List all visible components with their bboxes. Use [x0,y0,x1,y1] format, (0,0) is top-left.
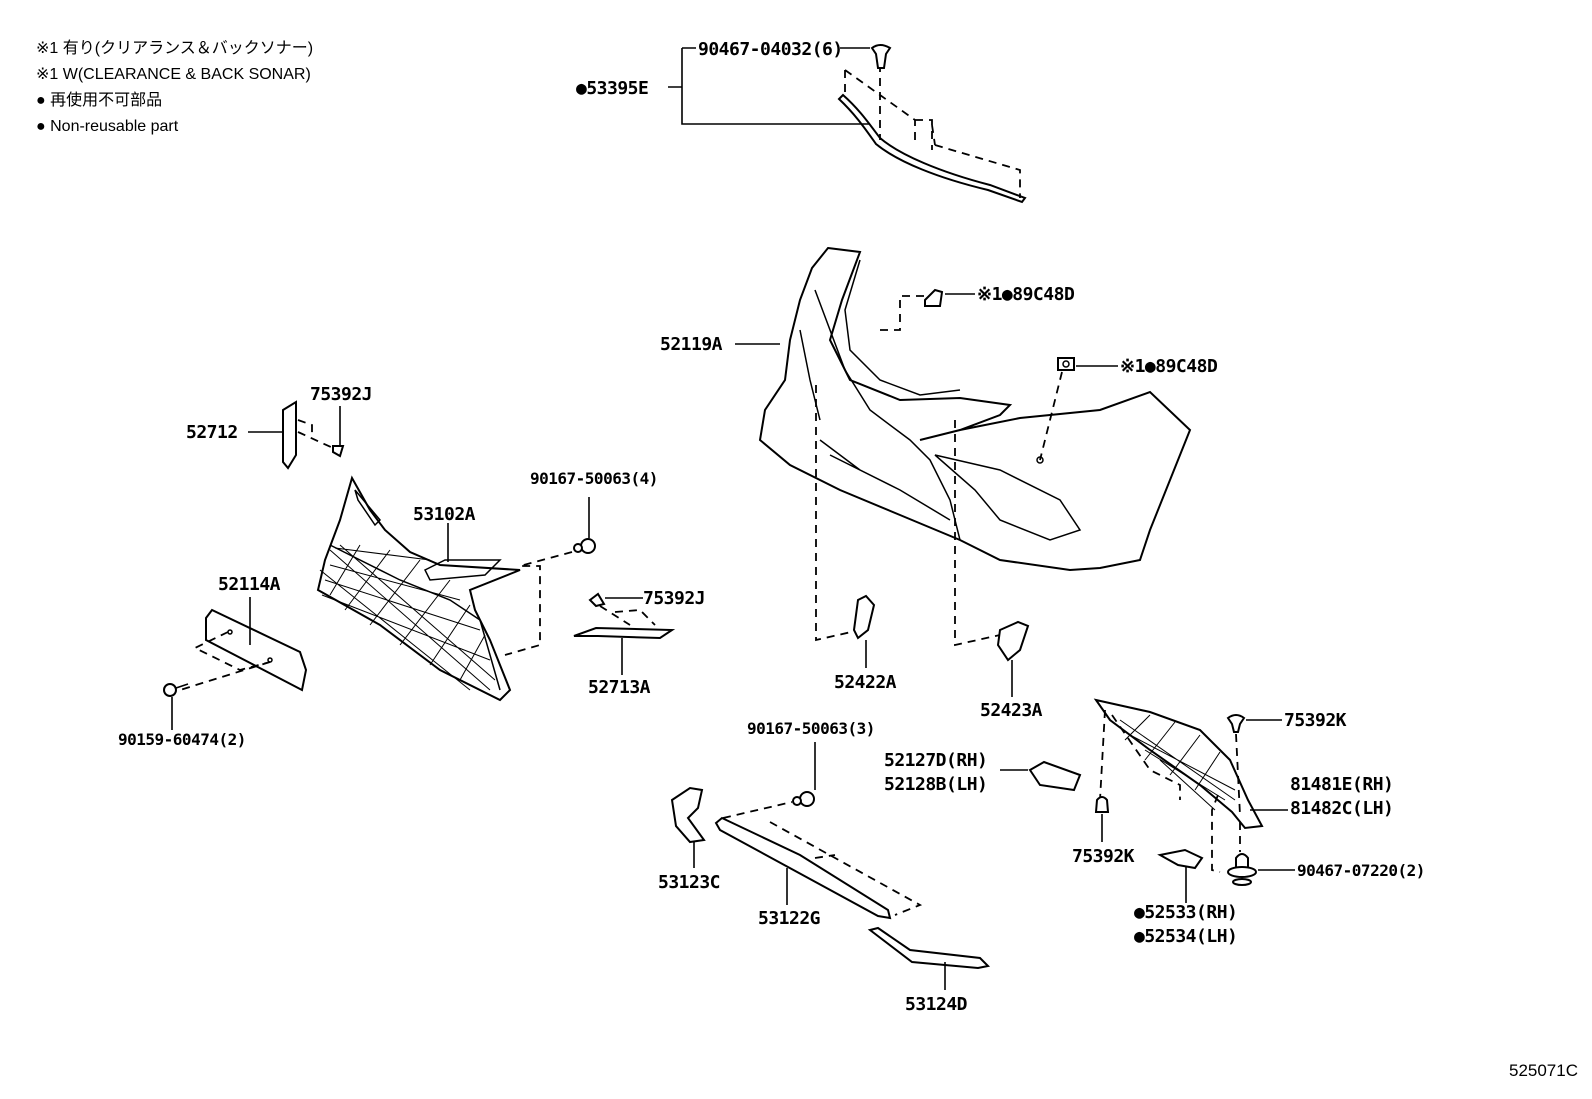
label-89C48D-1[interactable]: ※1●89C48D [977,284,1075,305]
label-53102A[interactable]: 53102A [413,504,476,525]
clip-90467-07220-icon [1227,853,1257,886]
part-52713A[interactable] [573,626,676,640]
part-53395E-seal[interactable] [837,50,1027,204]
label-52127D[interactable]: 52127D(RH) [884,750,988,771]
dash-53122G [722,801,923,916]
screw-90159-60474-icon [163,683,189,697]
drawing-id: 525071C [1508,1061,1578,1080]
label-90167-50063-3[interactable]: 90167-50063(3) [747,719,875,738]
label-52534[interactable]: ●52534(LH) [1134,926,1238,947]
sensor-holder-89C48D-1-icon [924,288,944,307]
part-53122G[interactable] [714,816,892,920]
label-75392J-2[interactable]: 75392J [643,588,706,609]
bracket-53395E [668,47,870,125]
label-52119A[interactable]: 52119A [660,334,723,355]
clip-90167-50063-3-icon [792,791,815,807]
label-75392K-2[interactable]: 75392K [1072,846,1135,867]
part-53102A-grille[interactable] [316,475,521,702]
part-52533-52534[interactable] [1157,848,1204,870]
dash-52713A [599,605,656,626]
part-52127D-52128B[interactable] [1028,760,1082,792]
part-81481E-81482C-fog-cover[interactable] [1093,698,1264,830]
part-53123C[interactable] [670,786,706,844]
label-53124D[interactable]: 53124D [905,994,968,1015]
part-52119A-bumper-cover[interactable] [758,246,1192,572]
sensor-holder-89C48D-2-icon [1057,357,1075,371]
label-81481E[interactable]: 81481E(RH) [1290,774,1394,795]
label-90467-04032[interactable]: 90467-04032(6) [698,39,843,60]
clip-90467-04032-icon [870,44,892,69]
dash-90167-50063-4 [504,551,573,656]
legend: ※1 有り(クリアランス＆バックソナー) ※1 W(CLEARANCE & BA… [36,36,313,140]
legend-nonreusable-jp: ● 再使用不可部品 [36,92,163,109]
dash-81481E [1099,709,1221,873]
label-90467-07220[interactable]: 90467-07220(2) [1297,861,1425,880]
dash-89C48D-1 [880,295,924,331]
dash-52422A [815,385,861,642]
dash-52423A [954,420,1001,647]
clip-90167-50063-4-icon [573,538,596,554]
label-75392J-1[interactable]: 75392J [310,384,373,405]
label-90159-60474[interactable]: 90159-60474(2) [118,730,246,749]
label-52533[interactable]: ●52533(RH) [1134,902,1238,923]
label-81482C[interactable]: 81482C(LH) [1290,798,1394,819]
label-52712[interactable]: 52712 [186,422,238,443]
clip-75392K-2-icon [1094,796,1110,813]
clip-75392K-1-icon [1226,714,1246,733]
label-89C48D-2[interactable]: ※1●89C48D [1120,356,1218,377]
dash-75392J-1 [297,419,334,449]
part-52423A[interactable] [996,620,1030,662]
dash-89C48D-2 [1039,371,1063,461]
label-53122G[interactable]: 53122G [758,908,821,929]
label-52114A[interactable]: 52114A [218,574,281,595]
label-75392K-1[interactable]: 75392K [1284,710,1347,731]
part-53124D[interactable] [867,926,991,970]
clip-75392J-1-icon [332,445,345,458]
legend-note-jp: ※1 有り(クリアランス＆バックソナー) [36,40,314,57]
label-53123C[interactable]: 53123C [658,872,721,893]
part-52422A[interactable] [852,594,876,640]
legend-nonreusable-en: ● Non-reusable part [36,118,179,135]
part-52712[interactable] [282,400,297,470]
part-52114A-plate[interactable] [205,608,308,692]
clip-75392J-2-icon [588,592,606,608]
label-52713A[interactable]: 52713A [588,677,651,698]
label-52128B[interactable]: 52128B(LH) [884,774,988,795]
label-90167-50063-4[interactable]: 90167-50063(4) [530,469,658,488]
label-52423A[interactable]: 52423A [980,700,1043,721]
label-53395E[interactable]: ●53395E [576,78,649,99]
label-52422A[interactable]: 52422A [834,672,897,693]
legend-note-en: ※1 W(CLEARANCE & BACK SONAR) [36,66,311,83]
dash-52114A [179,631,271,691]
